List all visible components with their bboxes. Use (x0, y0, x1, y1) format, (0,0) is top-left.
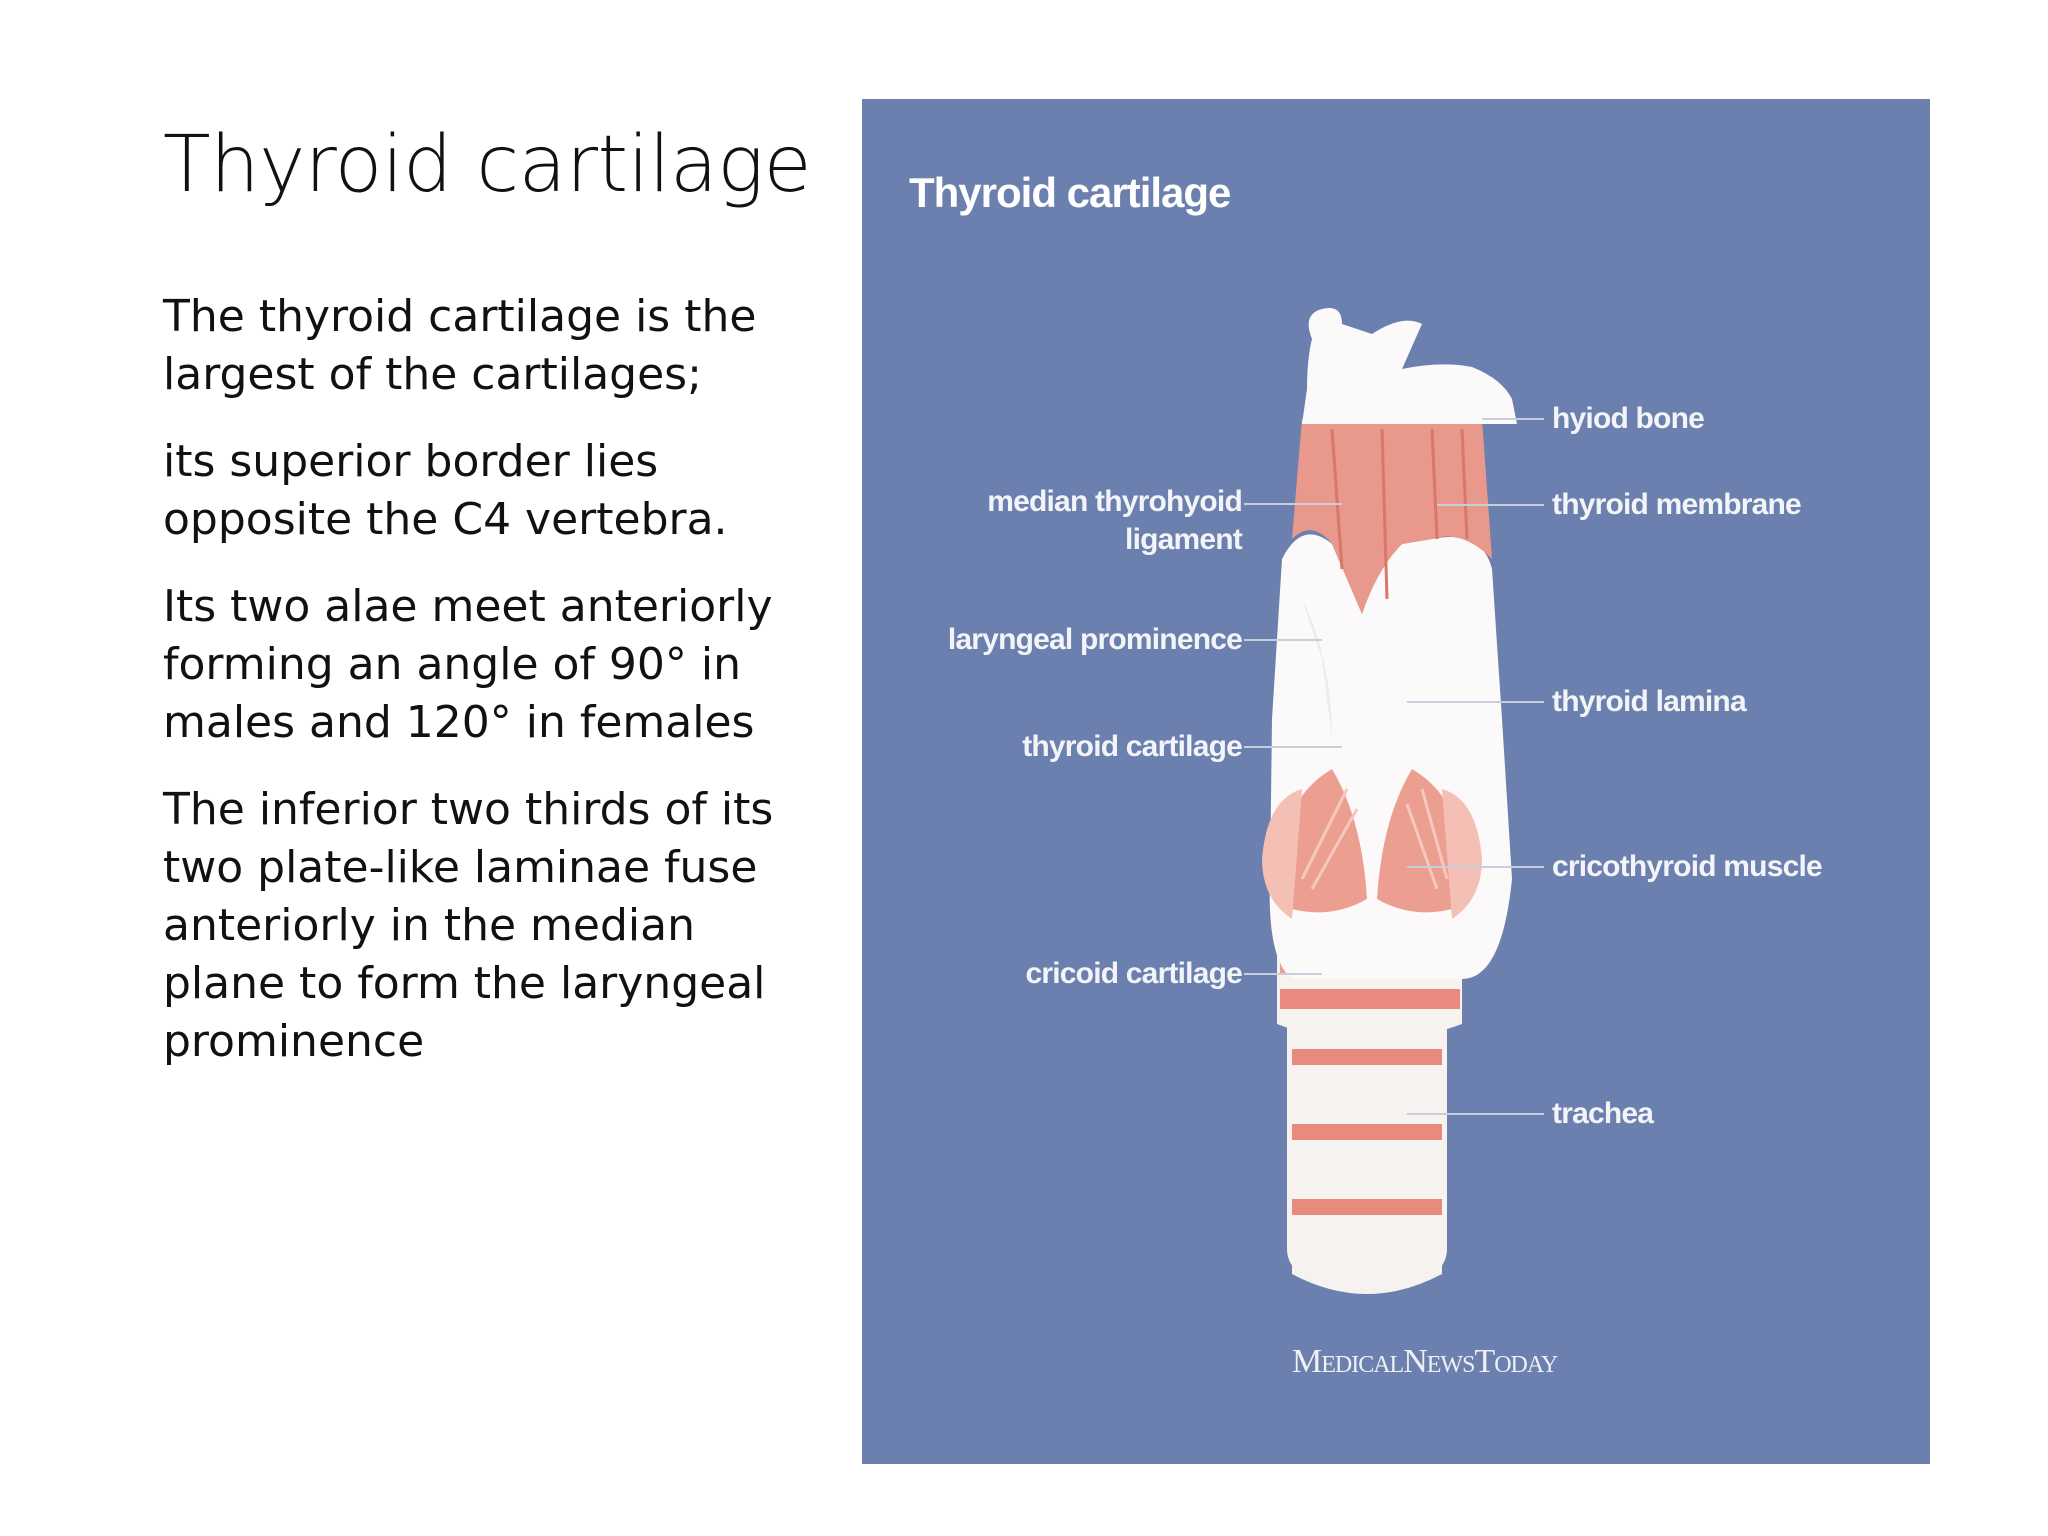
label-trachea: trachea (1552, 1097, 1654, 1130)
label-laryngeal-prominence: laryngeal prominence (947, 623, 1243, 656)
label-hyiod-bone: hyiod bone (1552, 402, 1705, 435)
label-median-thyrohyoid-line1: median thyrohyoid (987, 485, 1243, 518)
thyroid-cartilage-shape (1269, 534, 1512, 979)
leader-lines (1244, 418, 1544, 1115)
cricothyroid-muscle-shape (1262, 769, 1482, 919)
larynx-illustration (1244, 308, 1544, 1294)
label-thyroid-cartilage: thyroid cartilage (1022, 730, 1243, 763)
paragraph-largest: The thyroid cartilage is the largest of … (163, 291, 757, 400)
slide-title: Thyroid cartilage (163, 120, 812, 210)
medicalnewstoday-logo: MedicalNewsToday (1292, 1343, 1558, 1380)
anatomy-figure: Thyroid cartilage (862, 99, 1930, 1464)
paragraph-alae-angle: Its two alae meet anteriorly forming an … (163, 581, 773, 748)
label-median-thyrohyoid-ligament: median thyrohyoid ligament (987, 483, 1243, 559)
label-cricoid-cartilage: cricoid cartilage (1025, 957, 1243, 990)
label-median-thyrohyoid-line2: ligament (1125, 523, 1243, 556)
paragraph-laminae: The inferior two thirds of its two plate… (163, 784, 774, 1067)
slide-body: The thyroid cartilage is the largest of … (163, 288, 803, 1100)
label-thyroid-membrane: thyroid membrane (1552, 488, 1802, 521)
trachea-shape (1287, 979, 1447, 1294)
paragraph-superior-border: its superior border lies opposite the C4… (163, 436, 728, 545)
label-thyroid-lamina: thyroid lamina (1552, 685, 1747, 718)
hyoid-bone-shape (1302, 308, 1517, 424)
thyrohyoid-membrane-shape (1292, 419, 1492, 614)
figure-title: Thyroid cartilage (909, 169, 1231, 216)
label-cricothyroid-muscle: cricothyroid muscle (1552, 850, 1823, 883)
